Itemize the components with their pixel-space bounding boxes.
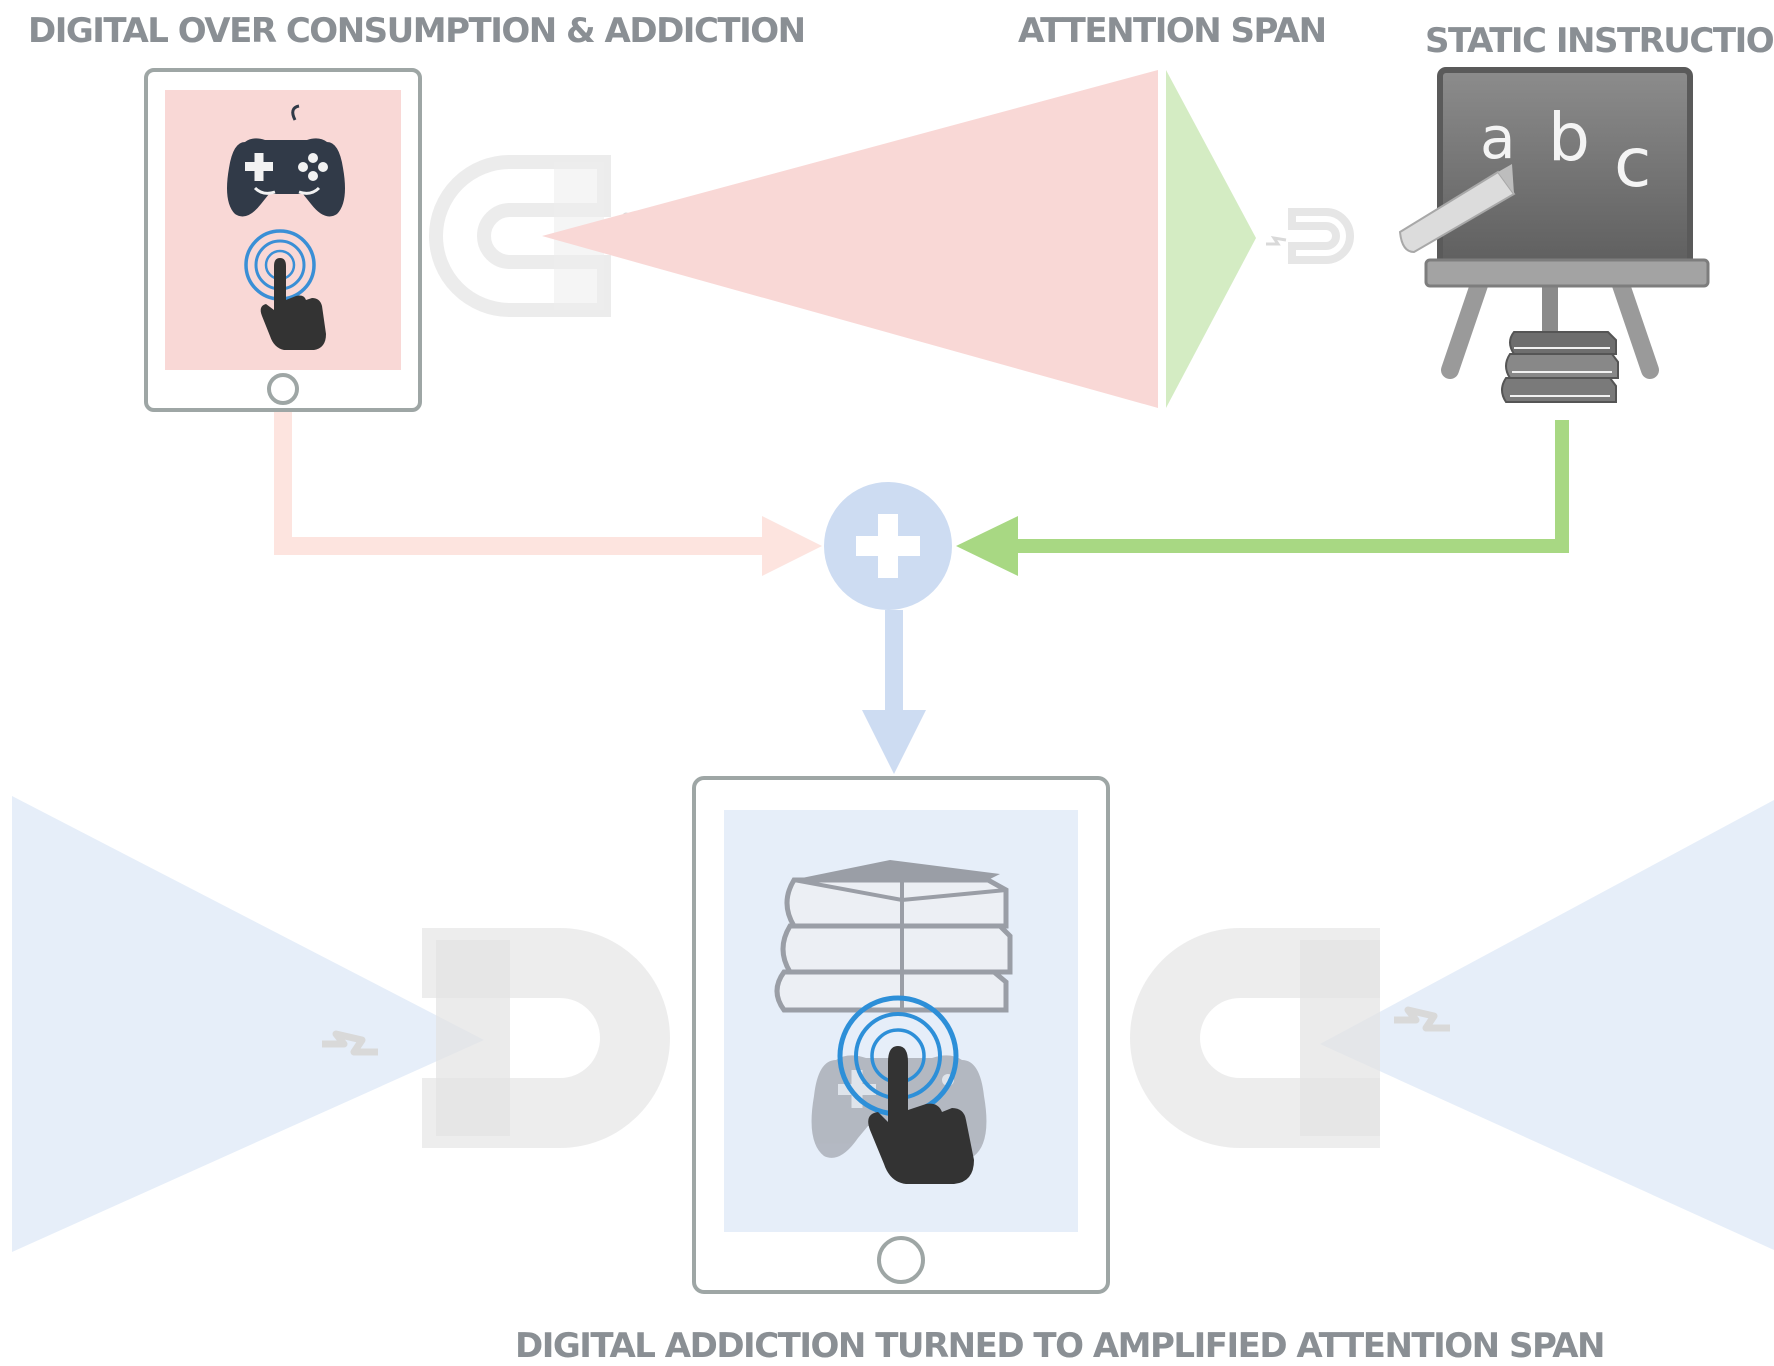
magnet-icon [1288, 208, 1354, 264]
label-static-instructions: STATIC INSTRUCTIONS [1425, 21, 1774, 61]
tablet-amplified [692, 776, 1110, 1294]
plus-icon [856, 514, 920, 578]
chalk-letter-c: c [1614, 124, 1651, 203]
gamepad-icon [227, 104, 345, 217]
arrow-from-instructions [1010, 420, 1569, 553]
magnet-icon [422, 928, 670, 1148]
arrow-head-green [956, 516, 1018, 576]
magnet-icon [1130, 928, 1380, 1148]
books-icon [1501, 331, 1619, 403]
amplified-cone-left [12, 796, 484, 1252]
chalk-icon [1398, 164, 1516, 254]
chalkboard-icon: a b c [1424, 67, 1710, 379]
tap-hand-icon [837, 995, 974, 1184]
combine-node [824, 482, 952, 610]
books-icon [774, 860, 1013, 1013]
arrow-from-addiction [274, 412, 770, 555]
label-digital-overconsumption: DIGITAL OVER CONSUMPTION & ADDICTION [28, 11, 805, 51]
arrow-head-pink [762, 516, 822, 576]
attention-cone-green [1166, 70, 1256, 408]
arrow-head-blue [862, 710, 926, 774]
attention-cone-pink [542, 70, 1158, 408]
chalk-letter-b: b [1548, 99, 1590, 176]
label-attention-span: ATTENTION SPAN [1018, 11, 1326, 51]
label-amplified-attention: DIGITAL ADDICTION TURNED TO AMPLIFIED AT… [515, 1326, 1604, 1366]
amplified-cone-right [1320, 800, 1774, 1250]
tap-hand-icon [244, 229, 326, 350]
chalk-letter-a: a [1480, 104, 1516, 172]
